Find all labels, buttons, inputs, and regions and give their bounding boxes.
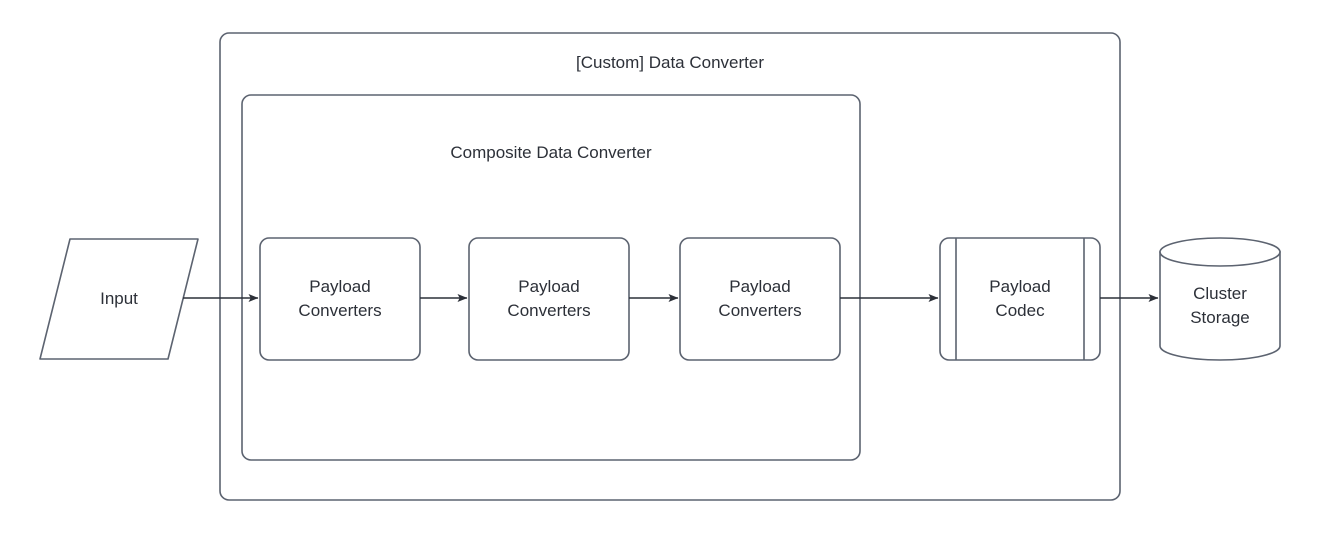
node-cluster-storage-shape[interactable] [1159,237,1281,361]
node-payload-converters-3-shape[interactable] [679,237,841,361]
container-composite-data-converter-title: Composite Data Converter [450,143,652,162]
node-payload-converters-1-shape[interactable] [259,237,421,361]
node-payload-converters-2-shape[interactable] [468,237,630,361]
node-input-shape[interactable] [39,238,199,360]
container-custom-data-converter-title: [Custom] Data Converter [575,53,764,72]
node-payload-codec-shape[interactable] [939,237,1101,361]
